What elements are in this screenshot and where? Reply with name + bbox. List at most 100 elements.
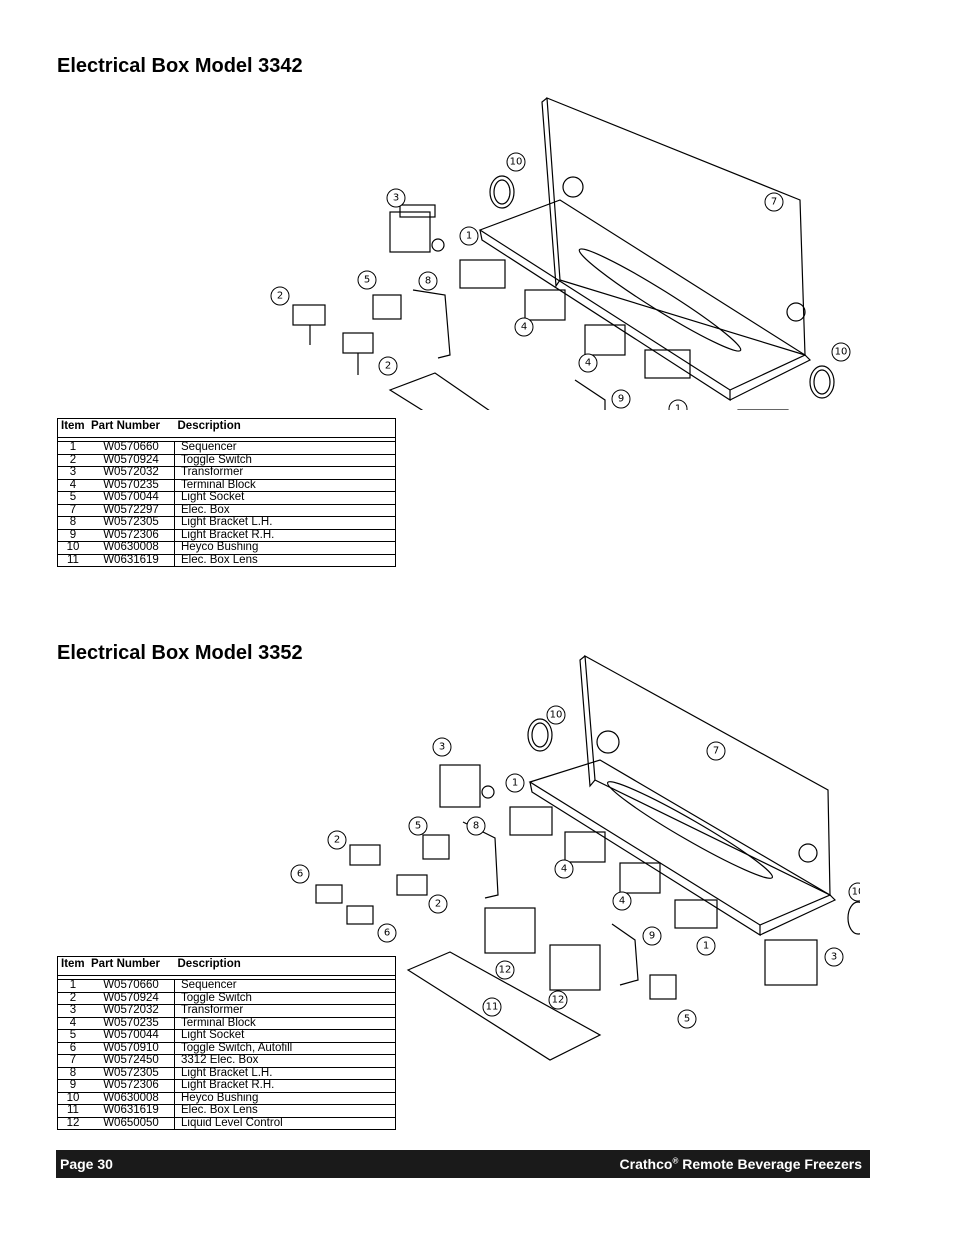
description-cell: Heyco Bushing xyxy=(174,541,396,555)
item-cell: 8 xyxy=(57,516,88,530)
callout-label: 4 xyxy=(521,322,527,333)
terminal-block-icon xyxy=(584,324,626,356)
callout-label: 10 xyxy=(550,710,563,721)
description-cell: Light Socket xyxy=(174,1029,396,1043)
description-cell: Sequencer xyxy=(174,441,396,455)
registered-mark: ® xyxy=(672,1156,679,1166)
terminal-block-icon xyxy=(619,862,661,894)
item-cell: 10 xyxy=(57,1092,88,1105)
table-header-row: Item Part Number Description xyxy=(57,418,396,438)
transformer-icon xyxy=(389,211,431,253)
item-cell: 9 xyxy=(57,1079,88,1093)
item-cell: 2 xyxy=(57,992,88,1005)
item-cell: 11 xyxy=(57,1104,88,1118)
callout-label: 1 xyxy=(512,778,518,789)
part-number-cell: W0572306 xyxy=(88,1079,175,1093)
light-socket-icon xyxy=(422,834,450,860)
part-number-cell: W0572306 xyxy=(88,529,175,542)
elec-box-back-panel xyxy=(584,654,831,896)
description-cell: 3312 Elec. Box xyxy=(174,1054,396,1068)
item-cell: 5 xyxy=(57,1029,88,1043)
item-cell: 4 xyxy=(57,1017,88,1030)
page-number: Page 30 xyxy=(60,1156,113,1172)
item-cell: 7 xyxy=(57,1054,88,1068)
item-cell: 4 xyxy=(57,479,88,492)
callout-label: 12 xyxy=(552,995,565,1006)
toggle-switch-auto-icon xyxy=(346,905,374,925)
callout-label: 7 xyxy=(713,746,719,757)
elec-box-floor xyxy=(478,199,807,391)
footer-subtitle: Remote Beverage Freezers xyxy=(678,1156,862,1172)
toggle-switch-icon xyxy=(349,844,381,866)
toggle-switch-icon xyxy=(396,874,428,896)
sequencer-icon xyxy=(509,806,553,836)
part-number-cell: W0572305 xyxy=(88,1067,175,1080)
description-cell: Elec. Box Lens xyxy=(181,553,258,566)
item-cell: 6 xyxy=(57,1042,88,1055)
description-cell: Terminal Block xyxy=(174,1017,396,1030)
column-header-part-number: Part Number xyxy=(88,418,175,438)
column-header-description: Description xyxy=(174,418,396,438)
part-number-cell: W0650050 xyxy=(88,1117,175,1130)
callout-label: 5 xyxy=(415,821,421,832)
description-cell: Toggle Switch xyxy=(174,992,396,1005)
callout-label: 1 xyxy=(675,404,681,411)
item-cell: 1 xyxy=(57,979,88,993)
column-header-description: Description xyxy=(174,956,396,976)
callout-labels-3342: 10 7 3 1 5 8 2 4 2 4 10 9 1 3 11 5 xyxy=(277,157,848,411)
toggle-switch-icon xyxy=(292,304,326,326)
callout-label: 8 xyxy=(473,821,479,832)
toggle-switch-auto-icon xyxy=(315,884,343,904)
column-header-item: Item xyxy=(57,418,88,438)
sequencer-icon xyxy=(459,259,506,289)
callout-label: 2 xyxy=(334,835,340,846)
callout-label: 11 xyxy=(486,1002,499,1013)
callout-label: 9 xyxy=(618,394,624,405)
light-socket-icon xyxy=(649,974,677,1000)
heyco-bushing-icon xyxy=(847,901,860,935)
item-cell: 10 xyxy=(57,541,88,555)
part-number-cell: W0570660 xyxy=(88,441,175,455)
page-footer: Page 30 Crathco® Remote Beverage Freezer… xyxy=(56,1150,870,1178)
transformer-icon xyxy=(439,764,481,808)
part-number-cell: W0570924 xyxy=(88,992,175,1005)
description-cell: Light Bracket L.H. xyxy=(174,516,396,530)
item-cell: 3 xyxy=(57,1004,88,1018)
light-bracket-lh-icon xyxy=(412,289,451,359)
description-cell: Elec. Box xyxy=(174,504,396,517)
column-header-part-number: Part Number xyxy=(88,956,175,976)
part-number-cell: W0572032 xyxy=(88,466,175,480)
table-header-row: Item Part Number Description xyxy=(57,956,396,976)
item-cell: 7 xyxy=(57,504,88,517)
item-cell: 3 xyxy=(57,466,88,480)
callout-label: 2 xyxy=(435,899,441,910)
callout-label: 4 xyxy=(619,896,625,907)
callout-label: 7 xyxy=(771,197,777,208)
item-cell: 11 xyxy=(67,553,79,566)
transformer-icon xyxy=(764,939,818,986)
exploded-diagram-3342: 10 7 3 1 5 8 2 4 2 4 10 9 1 3 11 5 xyxy=(270,97,851,411)
sequencer-icon xyxy=(644,349,691,379)
description-cell: Light Bracket L.H. xyxy=(174,1067,396,1080)
callout-labels-3352: 10 7 3 1 5 8 2 6 2 6 4 4 9 1 12 12 10 3 … xyxy=(297,710,860,1025)
callout-label: 1 xyxy=(703,941,709,952)
light-bracket-rh-icon xyxy=(611,923,639,986)
brand-name: Crathco xyxy=(619,1156,673,1172)
item-cell: 2 xyxy=(57,454,88,467)
elec-box-lens-icon xyxy=(406,951,602,1061)
callout-label: 8 xyxy=(425,276,431,287)
